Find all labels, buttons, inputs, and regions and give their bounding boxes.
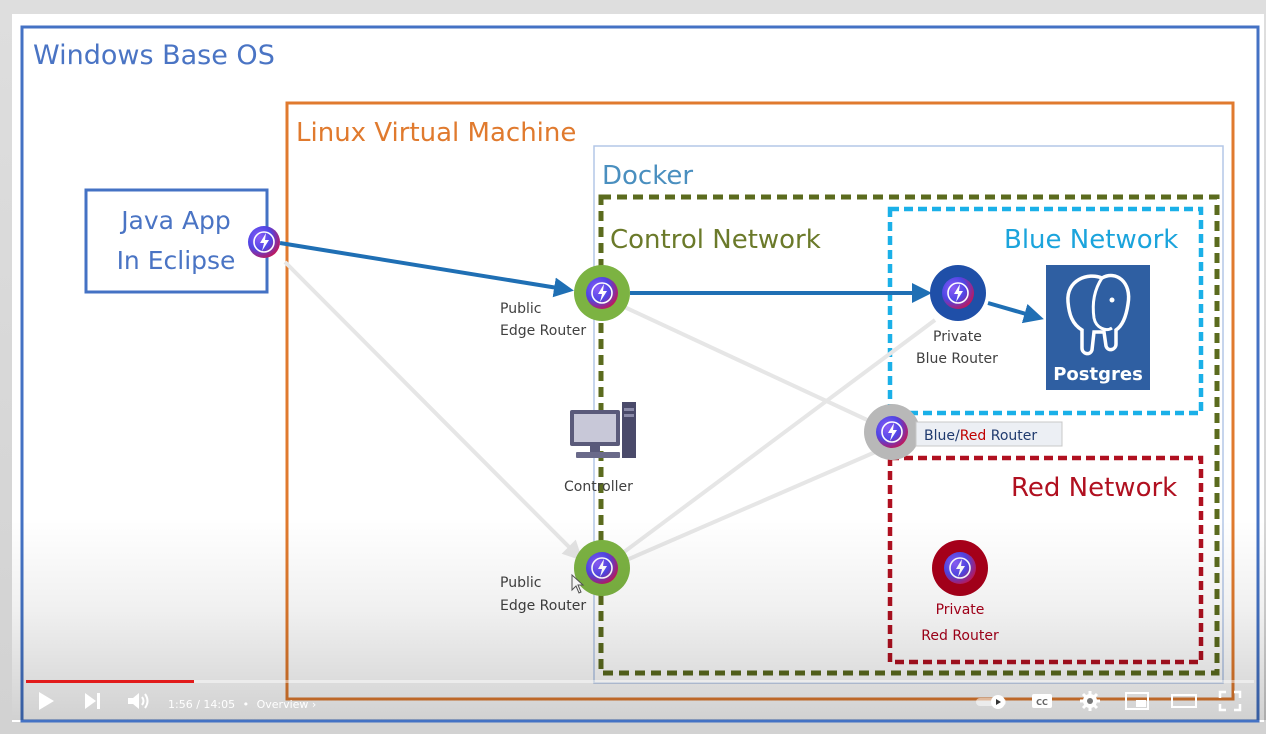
java-app-line1: Java App (119, 206, 231, 235)
captions-icon[interactable]: CC (1030, 690, 1054, 712)
docker-label: Docker (602, 161, 693, 191)
linux-vm-box (285, 101, 1235, 701)
chapter-title[interactable]: Overview (256, 698, 309, 711)
private-red-line1: Private (936, 602, 985, 618)
controller-label: Controller (564, 479, 633, 495)
theater-icon[interactable] (1170, 690, 1198, 712)
time-separator: / (196, 698, 200, 711)
red-network-box (887, 455, 1204, 665)
progress-bar[interactable] (26, 680, 1254, 683)
private-red-line2: Red Router (921, 628, 999, 644)
windows-base-os-box (20, 25, 1260, 723)
postgres-elephant-icon (1066, 273, 1131, 356)
blue-red-router-label-box (915, 421, 1063, 447)
java-app-line2: In Eclipse (117, 246, 236, 275)
active-connections (279, 241, 1044, 324)
public-router-top-line2: Edge Router (500, 323, 586, 339)
public-edge-router-bottom-icon[interactable] (574, 540, 630, 596)
blue-red-router-label: Blue/Red Router (924, 428, 1037, 444)
private-blue-line1: Private (933, 329, 982, 345)
private-blue-router-icon[interactable] (930, 265, 986, 321)
blue-network-label: Blue Network (1004, 225, 1178, 255)
play-icon[interactable] (36, 690, 56, 712)
progress-fill (26, 680, 195, 683)
public-edge-router-top-icon[interactable] (574, 265, 630, 321)
duration: 14:05 (203, 698, 236, 711)
miniplayer-icon[interactable] (1124, 690, 1150, 712)
linux-vm-label: Linux Virtual Machine (296, 118, 576, 148)
mouse-cursor (571, 573, 585, 594)
blue-red-router-label-red: Red (960, 428, 987, 444)
svg-text:CC: CC (1036, 698, 1048, 707)
time-display: 1:56 / 14:05 • Overview › (168, 698, 316, 711)
fullscreen-icon[interactable] (1218, 690, 1242, 712)
blue-red-router-label-suffix: Router (986, 428, 1037, 444)
blue-network-box (887, 206, 1204, 416)
private-red-router-icon[interactable] (932, 540, 988, 596)
chapter-bullet: • (242, 698, 250, 711)
private-blue-line2: Blue Router (916, 351, 998, 367)
control-network-label: Control Network (610, 225, 821, 255)
next-icon[interactable] (82, 690, 104, 712)
blue-red-router-label-blue: Blue/ (924, 428, 960, 444)
public-router-bottom-line2: Edge Router (500, 598, 586, 614)
public-router-top-line1: Public (500, 301, 541, 317)
java-app-box (84, 188, 269, 294)
settings-icon[interactable] (1079, 690, 1101, 712)
java-app-ziti-icon (247, 225, 281, 259)
blue-red-router-icon[interactable] (864, 404, 920, 460)
postgres-box: Postgres (1046, 265, 1150, 390)
volume-icon[interactable] (126, 690, 152, 712)
windows-base-os-label: Windows Base OS (33, 40, 275, 71)
postgres-label: Postgres (1053, 364, 1143, 385)
public-router-bottom-line1: Public (500, 575, 541, 591)
red-network-label: Red Network (1011, 473, 1177, 503)
player-controls: 1:56 / 14:05 • Overview › CC (12, 676, 1266, 728)
chevron-right-icon[interactable]: › (311, 698, 317, 711)
autoplay-toggle-icon[interactable] (974, 694, 1010, 710)
inactive-connections (283, 260, 937, 564)
current-time: 1:56 (168, 698, 193, 711)
controller-computer-icon (570, 402, 636, 458)
